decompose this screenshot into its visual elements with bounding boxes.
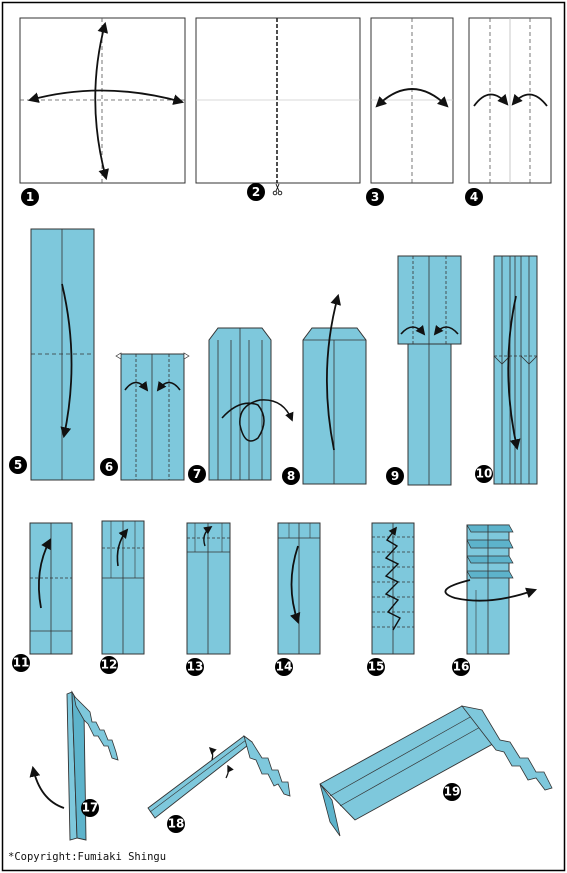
step-number: 12 xyxy=(101,658,118,672)
fold-arrow-icon xyxy=(325,293,341,451)
step-number: 1 xyxy=(26,190,34,204)
fold-arrow-icon xyxy=(116,528,129,567)
step-badge: 6 xyxy=(100,458,118,476)
step-badge: 2 xyxy=(247,183,265,201)
step-badge: 18 xyxy=(167,815,185,833)
step-9 xyxy=(397,255,462,486)
step-badge: 11 xyxy=(12,654,30,672)
step-badge: 4 xyxy=(465,188,483,206)
step-badge: 15 xyxy=(367,658,385,676)
step-4 xyxy=(468,17,552,184)
step-17 xyxy=(29,690,119,841)
fold-arrow-icon xyxy=(433,324,459,336)
folded-model xyxy=(147,735,253,819)
fold-arrow-icon xyxy=(60,283,73,439)
step-number: 14 xyxy=(276,660,293,674)
paper-strip xyxy=(302,327,367,485)
step-number: 7 xyxy=(193,467,201,481)
rotate-arrow-icon xyxy=(444,579,538,602)
fold-arrow-icon xyxy=(290,545,301,625)
fold-arrow-icon xyxy=(225,764,234,779)
step-number: 16 xyxy=(453,660,470,674)
folded-model xyxy=(319,705,501,821)
step-badge: 17 xyxy=(81,799,99,817)
turn-over-arrow-icon xyxy=(221,399,294,442)
step-number: 19 xyxy=(444,785,461,799)
step-badge: 1 xyxy=(21,188,39,206)
step-badge: 16 xyxy=(452,658,470,676)
paper-square xyxy=(19,17,186,184)
fold-arrow-icon xyxy=(473,93,509,107)
fold-arrow-icon xyxy=(124,380,149,392)
step-number: 15 xyxy=(368,660,385,674)
step-number: 2 xyxy=(252,185,260,199)
step-6 xyxy=(115,352,190,481)
step-badge: 7 xyxy=(188,465,206,483)
paper-strip xyxy=(493,255,538,485)
paper-strip xyxy=(397,255,462,345)
fold-arrow-icon xyxy=(375,88,449,108)
step-11 xyxy=(29,522,73,655)
fold-arrow-icon xyxy=(29,765,65,809)
fold-arrow-icon xyxy=(37,538,52,609)
paper-strip xyxy=(186,522,231,655)
step-badge: 10 xyxy=(475,465,493,483)
step-number: 4 xyxy=(470,190,478,204)
step-number: 8 xyxy=(287,469,295,483)
step-number: 17 xyxy=(82,801,99,815)
pleat-arrow-icon xyxy=(384,526,401,631)
step-13 xyxy=(186,522,231,655)
fold-arrow-icon xyxy=(94,21,109,181)
fold-arrow-icon xyxy=(511,93,548,107)
step-number: 13 xyxy=(187,660,204,674)
step-19 xyxy=(319,705,553,837)
step-3 xyxy=(370,17,454,184)
step-1 xyxy=(19,17,186,184)
step-badge: 9 xyxy=(386,467,404,485)
step-18 xyxy=(147,734,291,819)
step-8 xyxy=(302,293,367,485)
step-number: 3 xyxy=(371,190,379,204)
step-number: 11 xyxy=(13,656,30,670)
fold-arrow-icon xyxy=(203,526,213,547)
step-10 xyxy=(493,255,538,485)
paper-strip xyxy=(120,353,185,481)
step-badge: 14 xyxy=(275,658,293,676)
step-12 xyxy=(101,520,145,655)
step-badge: 19 xyxy=(443,783,461,801)
step-badge: 12 xyxy=(100,656,118,674)
step-badge: 3 xyxy=(366,188,384,206)
step-number: 9 xyxy=(391,469,399,483)
step-15 xyxy=(371,522,415,655)
step-number: 18 xyxy=(168,817,185,831)
step-7 xyxy=(208,327,294,481)
fold-arrow-icon xyxy=(507,295,521,451)
step-badge: 13 xyxy=(186,658,204,676)
step-2 xyxy=(195,17,361,196)
step-16 xyxy=(444,524,538,655)
fold-arrow-icon xyxy=(208,746,217,761)
fold-arrow-icon xyxy=(400,324,426,336)
fold-arrow-icon xyxy=(156,380,181,392)
step-5 xyxy=(30,228,95,481)
step-badge: 5 xyxy=(9,456,27,474)
step-badge: 8 xyxy=(282,467,300,485)
step-number: 10 xyxy=(476,467,493,481)
paper-strip xyxy=(407,343,452,486)
paper-square xyxy=(195,17,361,184)
copyright-notice: *Copyright:Fumiaki Shingu xyxy=(8,851,167,863)
step-number: 5 xyxy=(14,458,22,472)
step-14 xyxy=(277,522,321,655)
paper-strip xyxy=(30,228,95,481)
step-number: 6 xyxy=(105,460,113,474)
scissors-icon xyxy=(272,183,283,196)
